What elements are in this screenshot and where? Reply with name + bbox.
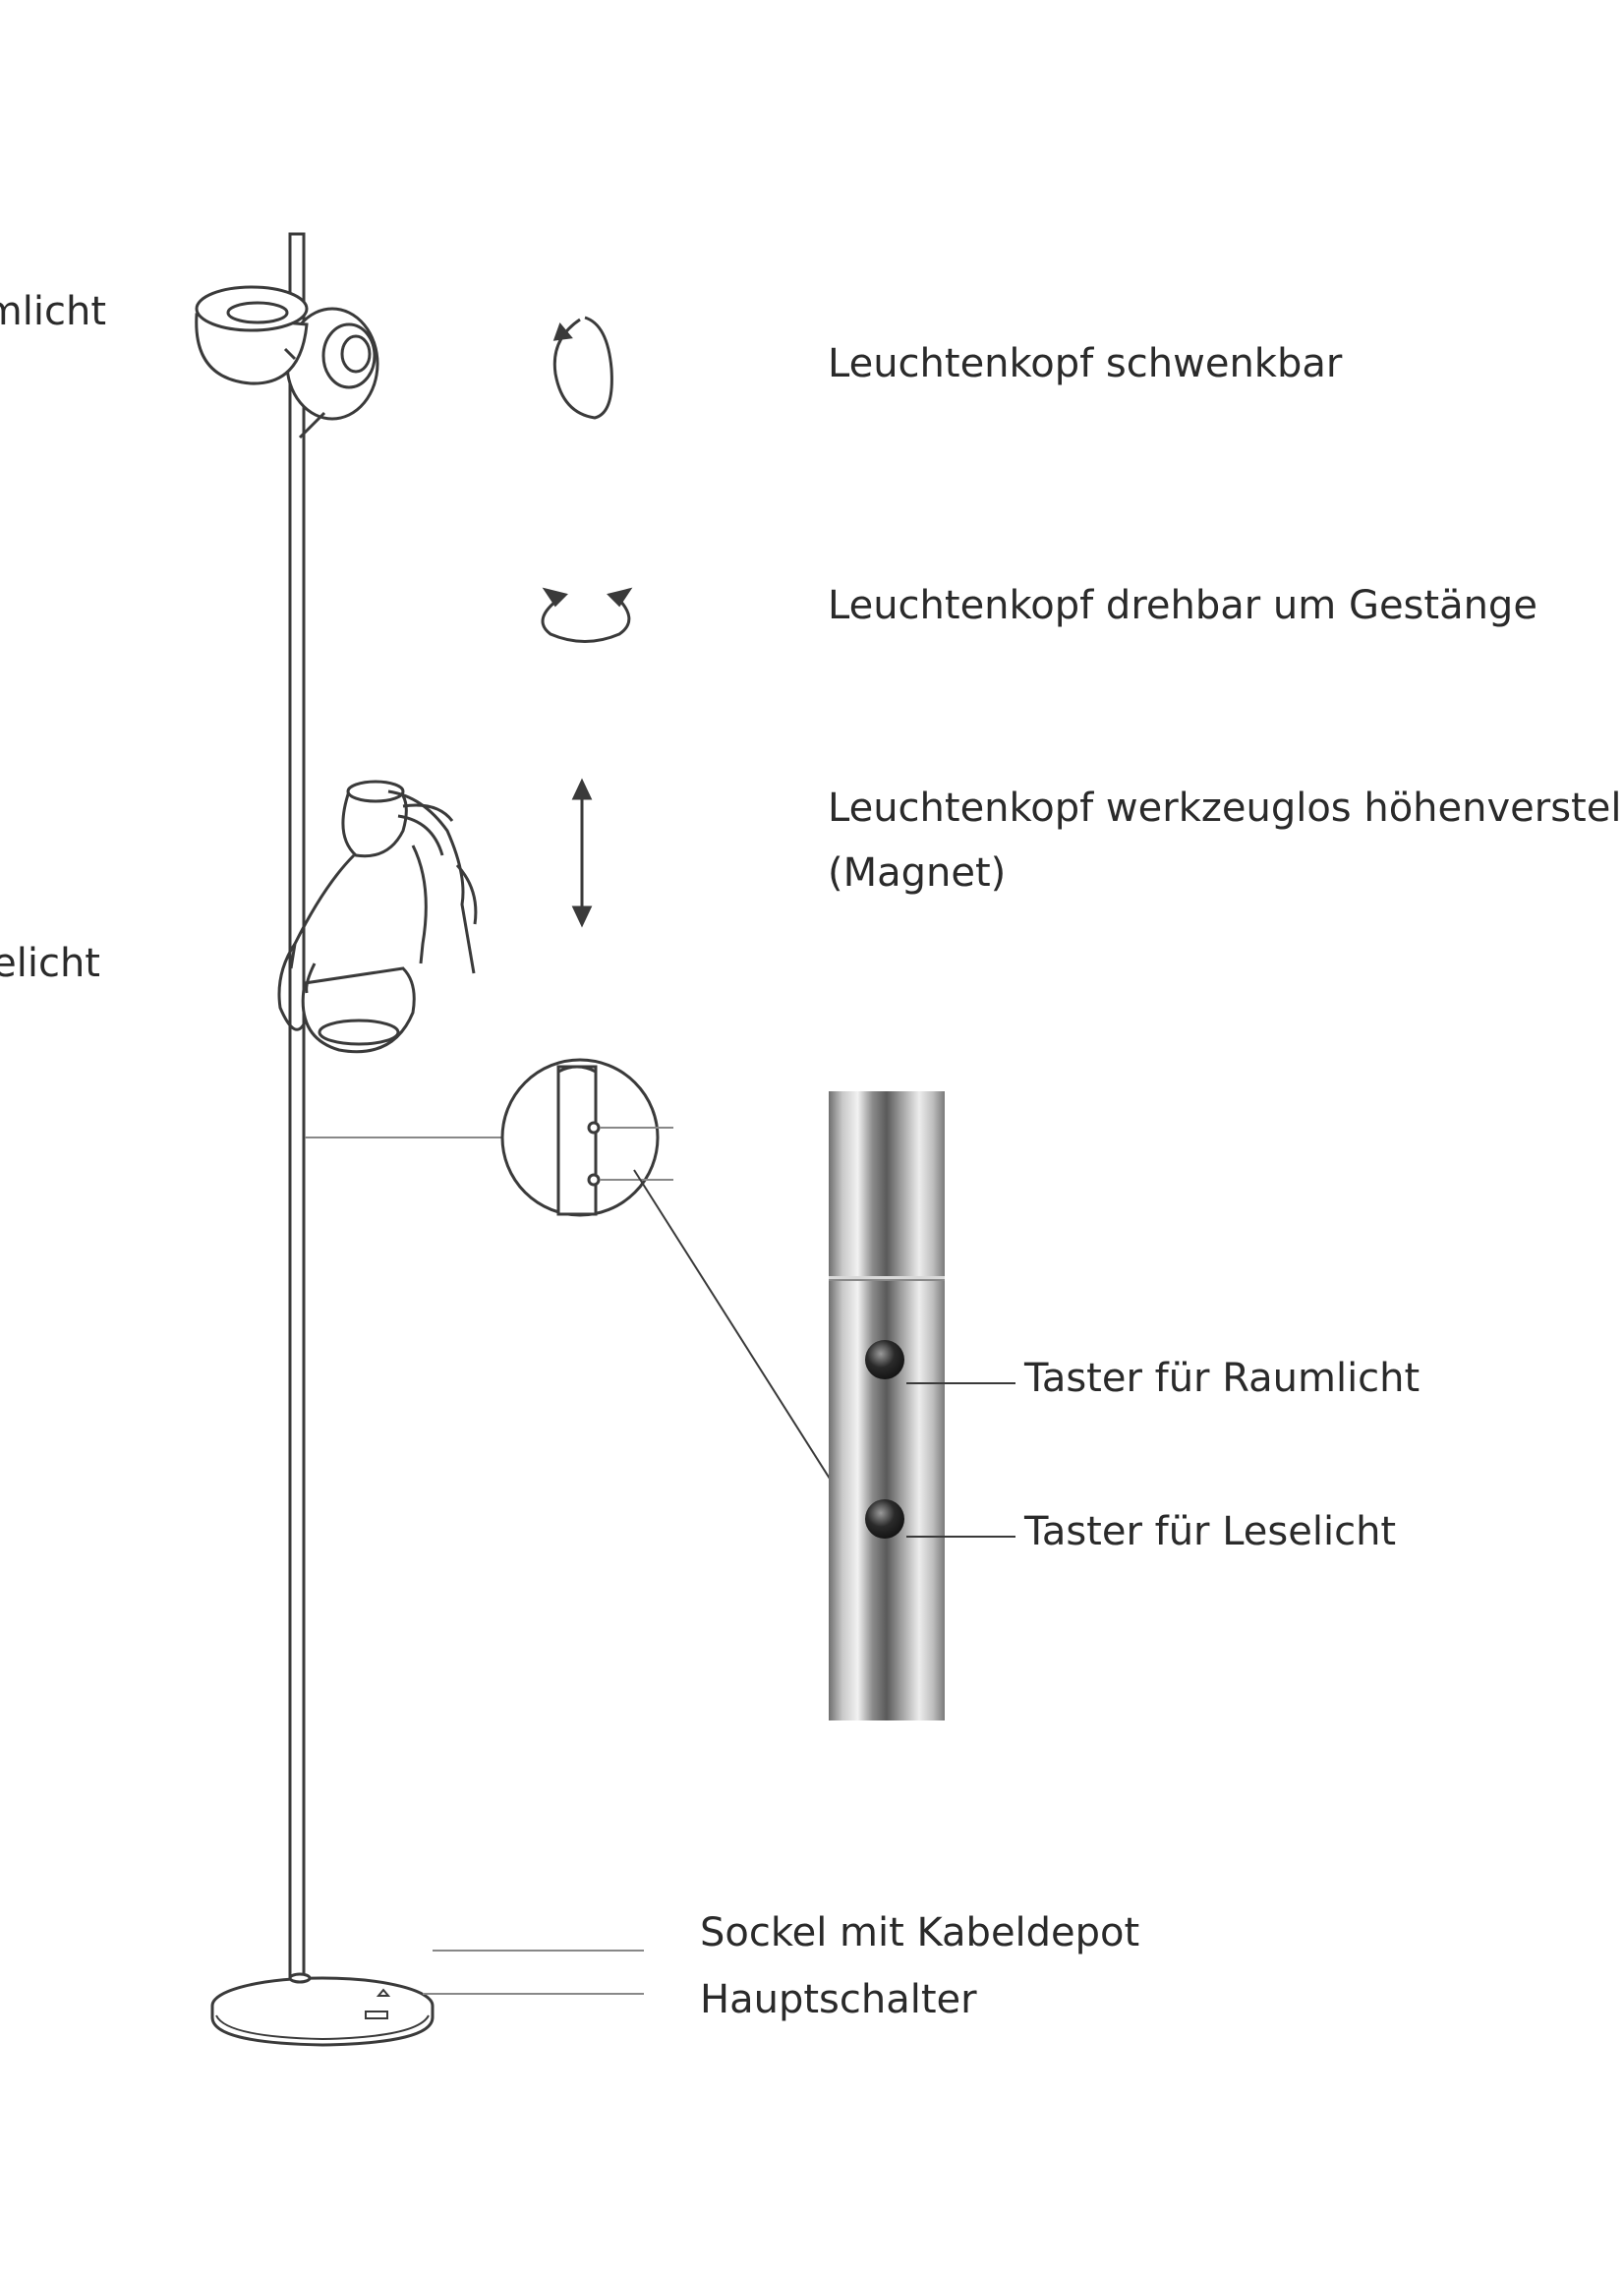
reading-light-label-partial: Leselicht — [0, 940, 100, 987]
base-cable-label: Sockel mit Kabeldepot — [700, 1909, 1139, 1956]
head-height-label-line1: Leuchtenkopf werkzeuglos höhenverstellba… — [828, 785, 1624, 832]
upper-lamp-heads — [197, 287, 377, 437]
room-light-button-knob — [865, 1340, 904, 1379]
height-adjust-illustration — [279, 782, 476, 1052]
room-light-label-partial: Raumlicht — [0, 288, 106, 335]
head-height-label-line2: (Magnet) — [828, 849, 1006, 897]
head-rotate-label: Leuchtenkopf drehbar um Gestänge — [828, 582, 1537, 629]
reading-light-button-knob — [865, 1499, 904, 1539]
lamp-base — [212, 1974, 433, 2045]
pole-photo — [829, 1091, 1015, 1720]
main-switch-label: Hauptschalter — [700, 1976, 977, 2023]
button-room-light-label: Taster für Raumlicht — [1024, 1355, 1420, 1402]
leader-lines — [305, 1137, 644, 1994]
rotate-pivot-icon — [554, 318, 611, 418]
lamp-pole — [290, 234, 304, 1979]
button-reading-light-label: Taster für Leselicht — [1024, 1508, 1396, 1555]
head-pivot-label: Leuchtenkopf schwenkbar — [828, 340, 1342, 387]
vertical-adjust-icon — [574, 782, 590, 924]
rotate-around-pole-icon — [543, 590, 629, 642]
detail-zoom-circle — [502, 1060, 855, 1519]
